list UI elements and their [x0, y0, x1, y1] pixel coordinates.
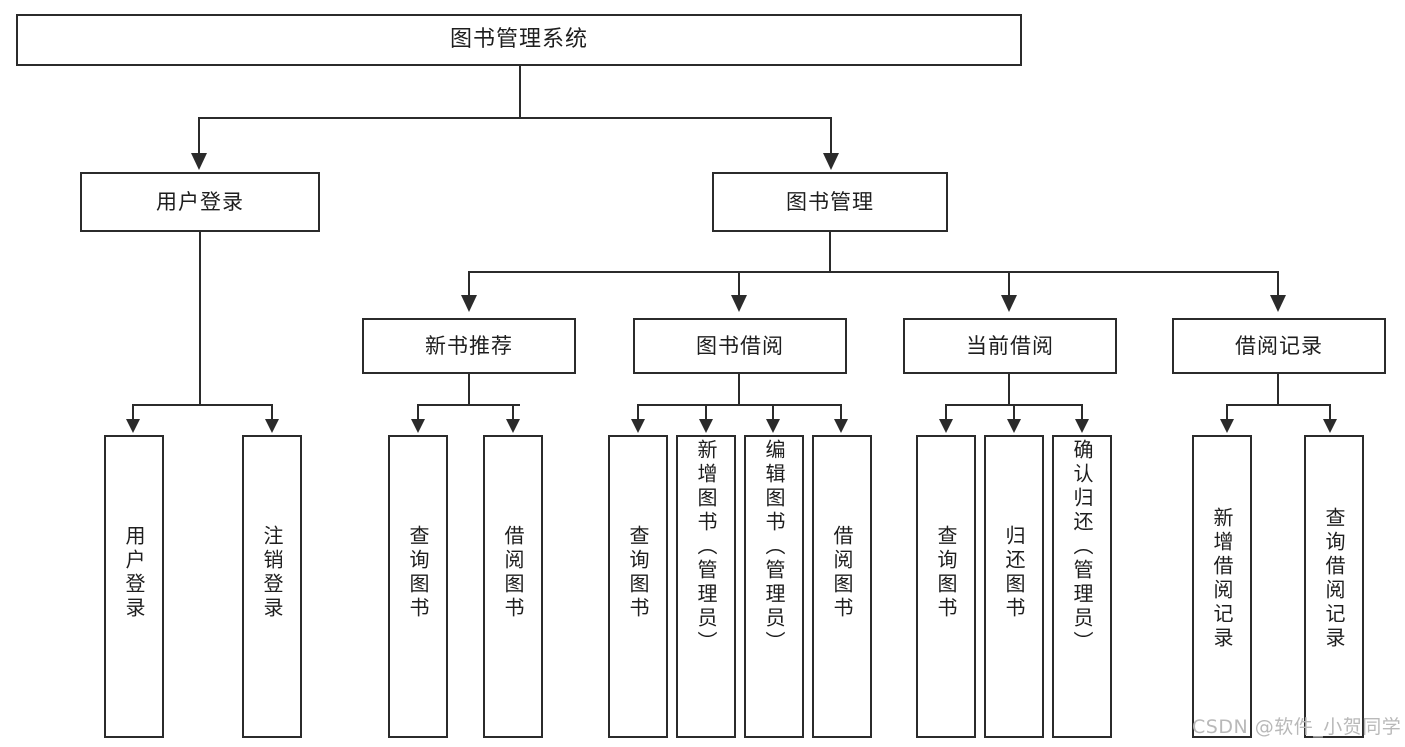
leaf-node-add-book-admin[interactable]: 新增图书（管理员）	[676, 435, 736, 738]
leaf-label: 借阅图书	[501, 525, 525, 621]
connector-current-borrow-stem	[1008, 374, 1010, 405]
node-label: 借阅记录	[1235, 333, 1323, 358]
leaf-label: 查询借阅记录	[1322, 507, 1346, 651]
node-book-borrow[interactable]: 图书借阅	[633, 318, 847, 374]
node-new-book-recommend[interactable]: 新书推荐	[362, 318, 576, 374]
arrowhead-leaf-9	[939, 419, 953, 433]
leaf-node-search-book-recommend[interactable]: 查询图书	[388, 435, 448, 738]
connector-drop-leaf-9	[945, 404, 947, 421]
arrowhead-leaf-10	[1007, 419, 1021, 433]
connector-drop-borrow-record	[1277, 271, 1279, 297]
leaf-label: 编辑图书（管理员）	[762, 439, 786, 655]
leaf-node-search-borrow-record[interactable]: 查询借阅记录	[1304, 435, 1364, 738]
connector-book-manage-bus	[468, 271, 1278, 273]
leaf-node-add-borrow-record[interactable]: 新增借阅记录	[1192, 435, 1252, 738]
arrowhead-current-borrow	[1001, 295, 1017, 312]
leaf-label: 查询图书	[406, 525, 430, 621]
connector-drop-leaf-7	[772, 404, 774, 421]
node-book-management[interactable]: 图书管理	[712, 172, 948, 232]
node-label: 当前借阅	[966, 333, 1054, 358]
leaf-node-search-book-current[interactable]: 查询图书	[916, 435, 976, 738]
arrowhead-leaf-4	[506, 419, 520, 433]
node-borrow-record[interactable]: 借阅记录	[1172, 318, 1386, 374]
arrowhead-leaf-7	[766, 419, 780, 433]
arrowhead-leaf-2	[265, 419, 279, 433]
node-label: 图书管理系统	[449, 27, 588, 53]
connector-book-borrow-bus	[637, 404, 842, 406]
connector-drop-leaf-13	[1329, 404, 1331, 421]
csdn-watermark: CSDN @软件_小贺同学	[1192, 716, 1402, 738]
arrowhead-leaf-12	[1220, 419, 1234, 433]
leaf-node-borrow-book-recommend[interactable]: 借阅图书	[483, 435, 543, 738]
connector-borrow-record-bus	[1226, 404, 1330, 406]
leaf-node-logout[interactable]: 注销登录	[242, 435, 302, 738]
arrowhead-leaf-1	[126, 419, 140, 433]
connector-borrow-record-stem	[1277, 374, 1279, 405]
leaf-label: 确认归还（管理员）	[1070, 439, 1094, 655]
connector-drop-leaf-10	[1013, 404, 1015, 421]
connector-drop-leaf-2	[271, 404, 273, 421]
arrowhead-borrow-record	[1270, 295, 1286, 312]
connector-drop-leaf-1	[132, 404, 134, 421]
node-current-borrow[interactable]: 当前借阅	[903, 318, 1117, 374]
arrowhead-leaf-6	[699, 419, 713, 433]
node-label: 图书借阅	[696, 333, 784, 358]
connector-drop-leaf-4	[512, 404, 514, 421]
arrowhead-user-login	[191, 153, 207, 170]
leaf-label: 查询图书	[626, 525, 650, 621]
leaf-node-edit-book-admin[interactable]: 编辑图书（管理员）	[744, 435, 804, 738]
arrowhead-leaf-8	[834, 419, 848, 433]
leaf-label: 用户登录	[122, 525, 146, 621]
connector-drop-leaf-5	[637, 404, 639, 421]
connector-drop-leaf-11	[1081, 404, 1083, 421]
connector-drop-book-manage	[830, 117, 832, 155]
connector-user-login-bus	[133, 404, 272, 406]
leaf-node-search-book-borrow[interactable]: 查询图书	[608, 435, 668, 738]
connector-drop-leaf-6	[705, 404, 707, 421]
leaf-label: 注销登录	[260, 525, 284, 621]
connector-drop-leaf-8	[840, 404, 842, 421]
leaf-node-confirm-return-admin[interactable]: 确认归还（管理员）	[1052, 435, 1112, 738]
leaf-node-borrow-book[interactable]: 借阅图书	[812, 435, 872, 738]
leaf-node-user-login[interactable]: 用户登录	[104, 435, 164, 738]
connector-new-book-bus	[417, 404, 520, 406]
leaf-node-return-book[interactable]: 归还图书	[984, 435, 1044, 738]
connector-root-stem	[519, 66, 521, 118]
leaf-label: 新增借阅记录	[1210, 507, 1234, 651]
arrowhead-leaf-13	[1323, 419, 1337, 433]
connector-drop-borrow	[738, 271, 740, 297]
connector-root-bus	[198, 117, 832, 119]
arrowhead-borrow	[731, 295, 747, 312]
connector-new-book-stem	[468, 374, 470, 405]
leaf-label: 借阅图书	[830, 525, 854, 621]
connector-drop-leaf-12	[1226, 404, 1228, 421]
connector-book-manage-stem	[829, 232, 831, 272]
arrowhead-leaf-11	[1075, 419, 1089, 433]
connector-book-borrow-stem	[738, 374, 740, 405]
connector-drop-leaf-3	[417, 404, 419, 421]
arrowhead-leaf-3	[411, 419, 425, 433]
connector-drop-new-books	[468, 271, 470, 297]
connector-user-login-stem	[199, 232, 201, 405]
leaf-label: 归还图书	[1002, 525, 1026, 621]
connector-drop-current-borrow	[1008, 271, 1010, 297]
node-label: 用户登录	[156, 189, 244, 214]
leaf-label: 查询图书	[934, 525, 958, 621]
node-label: 图书管理	[786, 189, 874, 214]
node-label: 新书推荐	[425, 333, 513, 358]
arrowhead-book-manage	[823, 153, 839, 170]
leaf-label: 新增图书（管理员）	[694, 439, 718, 655]
arrowhead-leaf-5	[631, 419, 645, 433]
connector-drop-user-login	[198, 117, 200, 155]
node-user-login[interactable]: 用户登录	[80, 172, 320, 232]
node-root-system[interactable]: 图书管理系统	[16, 14, 1022, 66]
arrowhead-new-books	[461, 295, 477, 312]
